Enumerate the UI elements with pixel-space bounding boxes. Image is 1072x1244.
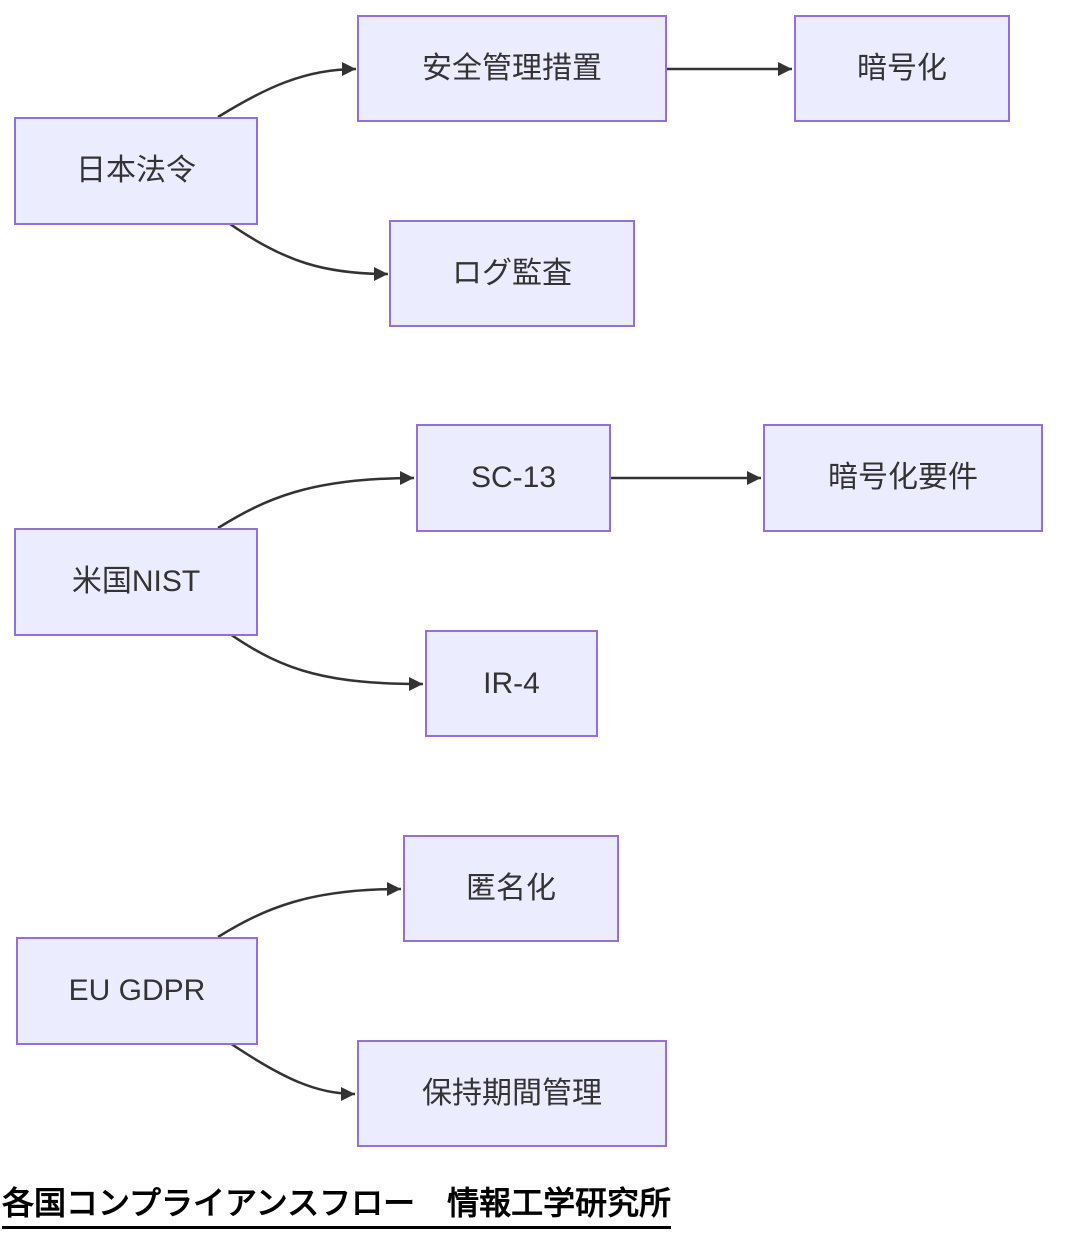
edge-eu-gdpr-to-anonymization bbox=[217, 882, 402, 939]
node-eu-gdpr: EU GDPR bbox=[16, 937, 258, 1045]
node-encryption: 暗号化 bbox=[794, 15, 1010, 122]
node-ir-4: IR-4 bbox=[425, 630, 598, 737]
edge-us-nist-to-sc-13 bbox=[217, 471, 415, 530]
edge-japan-law-to-log-audit bbox=[229, 222, 389, 281]
node-encryption-requirements: 暗号化要件 bbox=[763, 424, 1043, 532]
node-safety-measures: 安全管理措置 bbox=[357, 15, 667, 122]
diagram-caption-text: 各国コンプライアンスフロー 情報工学研究所 bbox=[2, 1185, 672, 1230]
node-retention-management: 保持期間管理 bbox=[357, 1040, 667, 1147]
node-sc-13: SC-13 bbox=[416, 424, 611, 532]
diagram-caption: 各国コンプライアンスフロー 情報工学研究所 bbox=[2, 1185, 672, 1230]
node-log-audit: ログ監査 bbox=[389, 220, 635, 327]
node-japan-law: 日本法令 bbox=[14, 117, 258, 225]
edge-japan-law-to-safety-measures bbox=[217, 62, 357, 119]
node-anonymization: 匿名化 bbox=[403, 835, 619, 942]
edge-eu-gdpr-to-retention-management bbox=[229, 1041, 356, 1101]
edge-us-nist-to-ir-4 bbox=[229, 632, 424, 691]
node-us-nist: 米国NIST bbox=[14, 528, 258, 636]
